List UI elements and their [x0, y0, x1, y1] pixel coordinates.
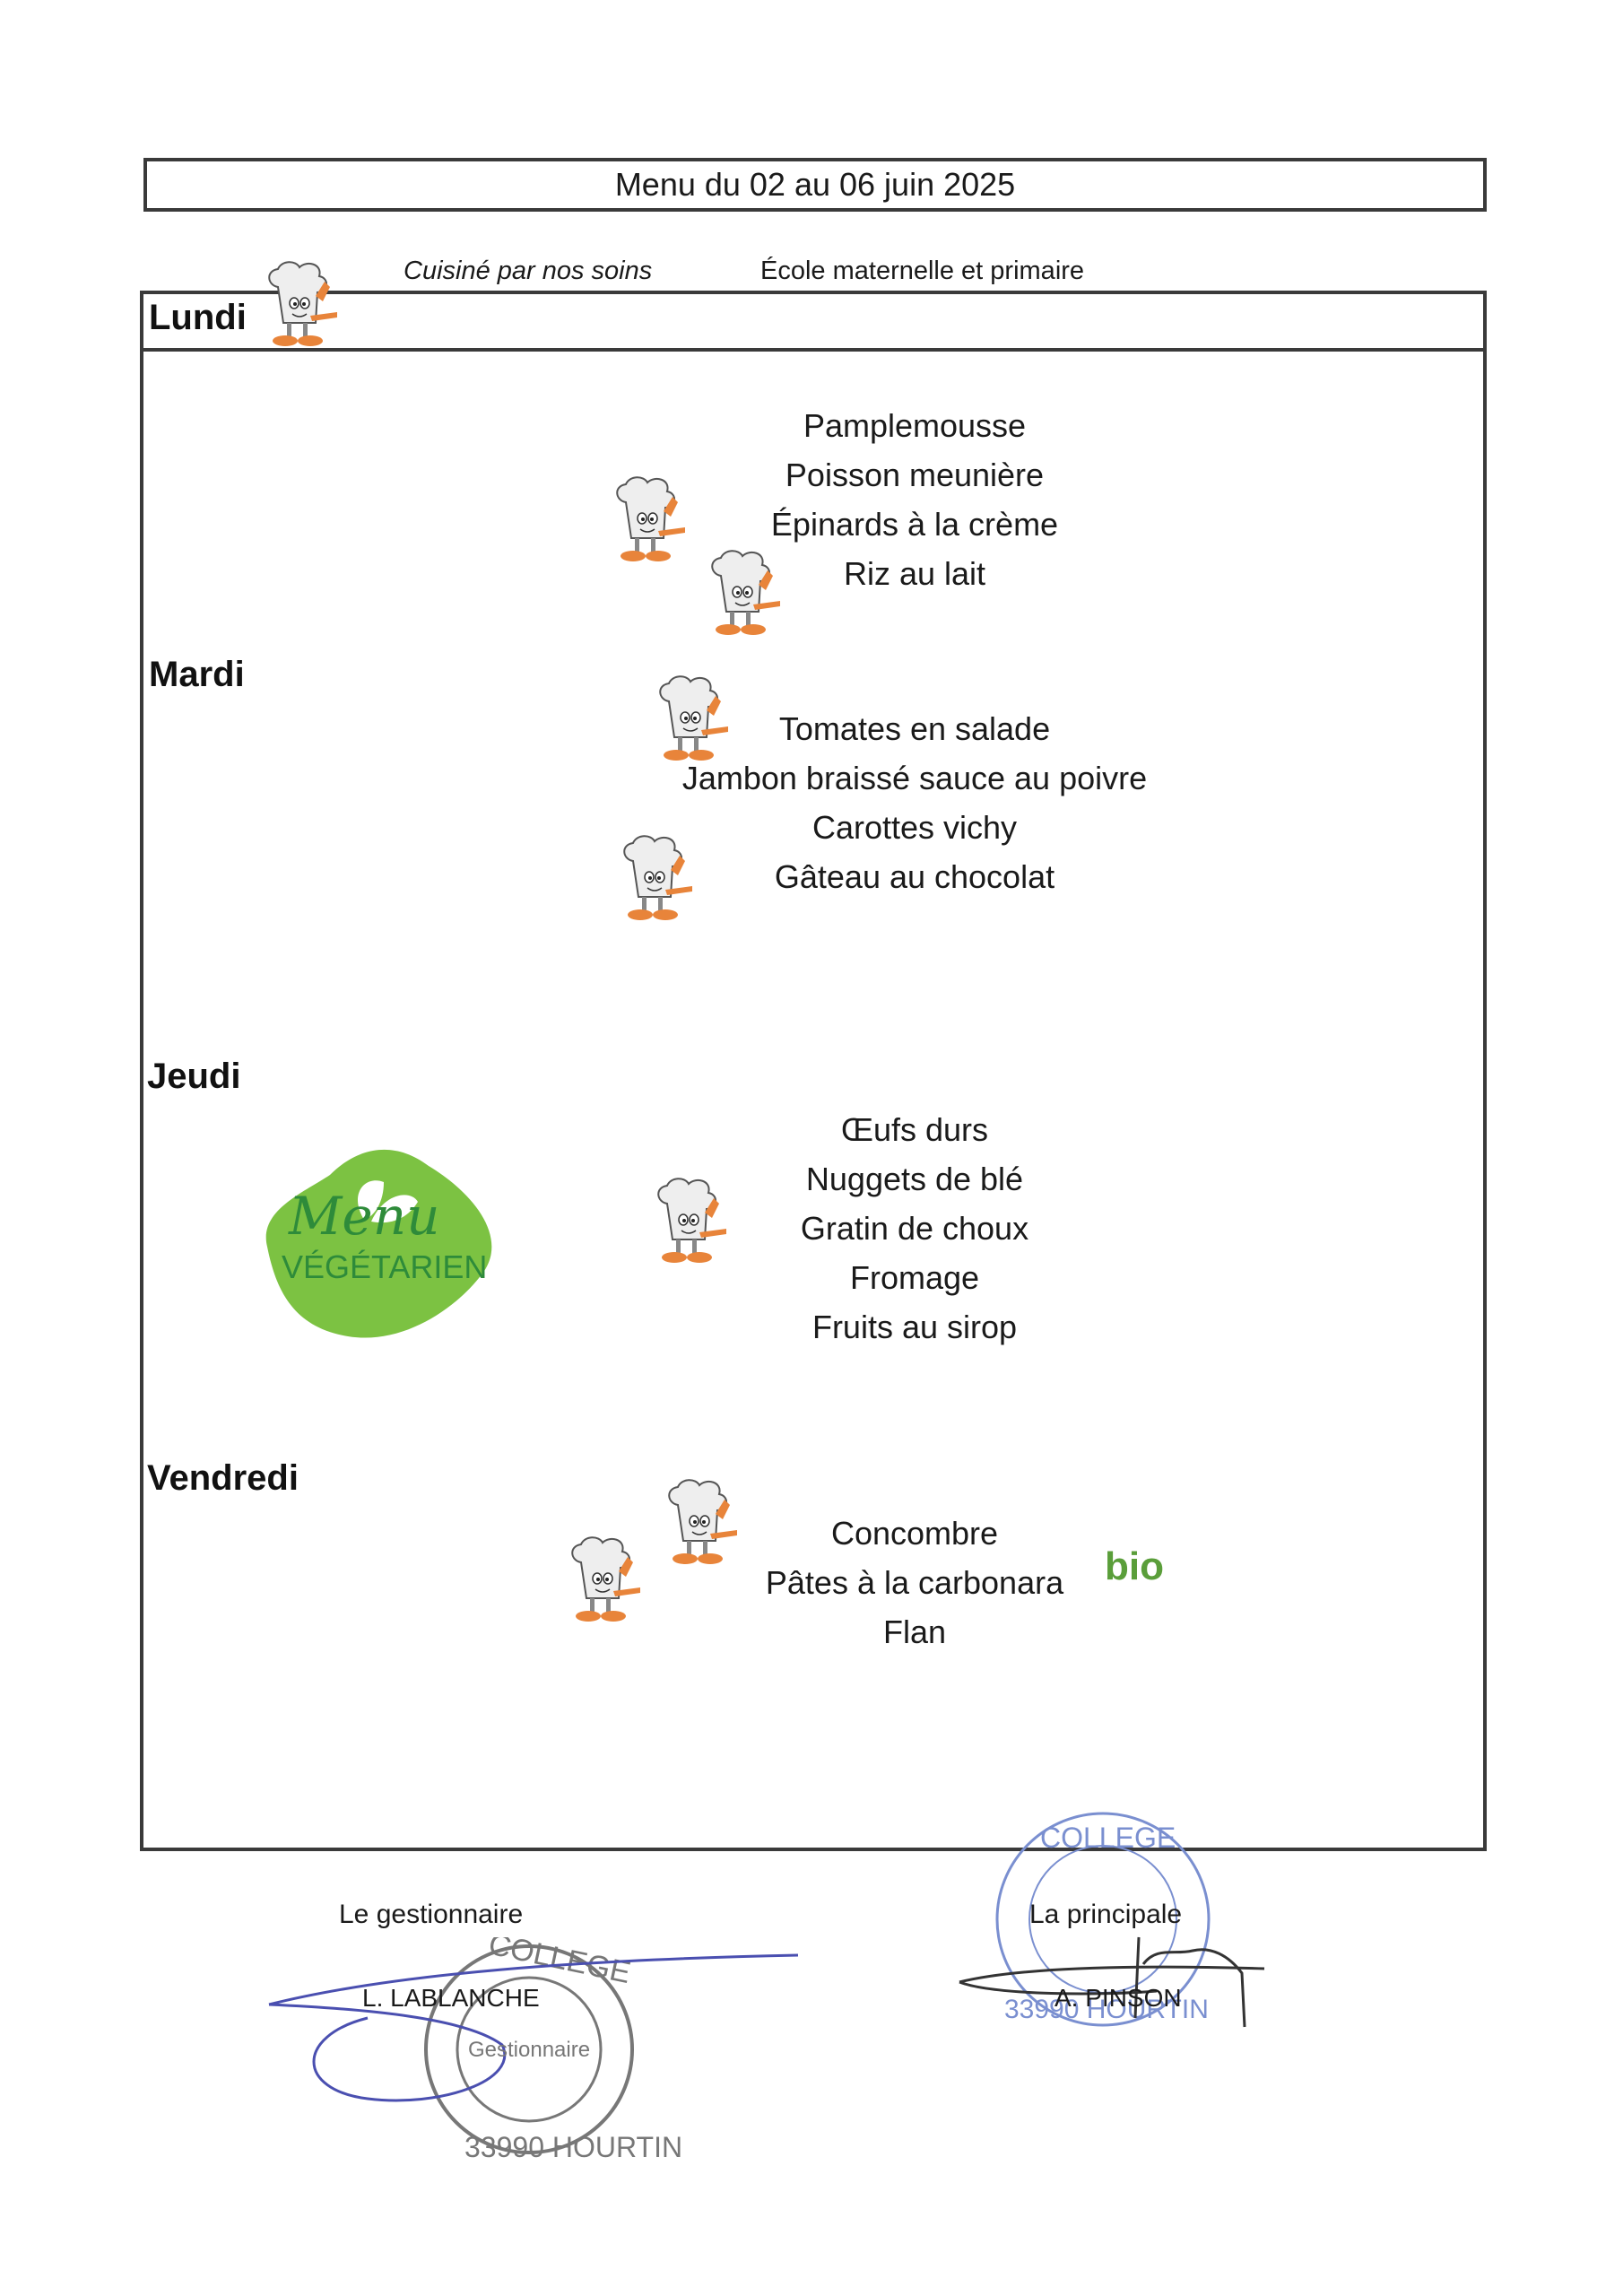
signature-role-left: Le gestionnaire: [339, 1900, 524, 1929]
chef-mascot-icon: [703, 549, 784, 639]
signature-name-right: A. PINSON: [1055, 1984, 1182, 2012]
badge-line1: Menu: [289, 1186, 440, 1247]
school-name: École maternelle et primaire: [760, 257, 1085, 285]
day-label-jeudi: Jeudi: [147, 1057, 241, 1096]
dish: Concombre: [830, 1515, 999, 1552]
dish: Fromage: [849, 1259, 980, 1296]
svg-text:33990 HOURTIN: 33990 HOURTIN: [464, 2131, 682, 2163]
header-divider: [140, 348, 1487, 352]
title-box: Menu du 02 au 06 juin 2025: [143, 158, 1487, 212]
dish: Œufs durs: [840, 1111, 989, 1148]
page-title: Menu du 02 au 06 juin 2025: [614, 166, 1016, 203]
dish: Gâteau au chocolat: [774, 858, 1055, 895]
dish: Nuggets de blé: [805, 1161, 1024, 1197]
menu-lundi: Pamplemousse Poisson meunière Épinards à…: [628, 401, 1202, 598]
chef-mascot-icon: [615, 834, 696, 924]
chef-mascot-icon: [608, 475, 689, 565]
dish: Tomates en salade: [778, 710, 1051, 747]
dish: Carottes vichy: [812, 809, 1018, 846]
menu-jeudi: Œufs durs Nuggets de blé Gratin de choux…: [628, 1105, 1202, 1352]
dish: Jambon braissé sauce au poivre: [681, 760, 1148, 796]
dish: Riz au lait: [843, 555, 986, 592]
svg-text:COLLEGE: COLLEGE: [486, 1937, 634, 1990]
menu-mardi: Tomates en salade Jambon braissé sauce a…: [628, 704, 1202, 901]
svg-text:33990 HOURTIN: 33990 HOURTIN: [1004, 1995, 1209, 2024]
day-label-mardi: Mardi: [149, 655, 245, 694]
stamp-left-center: Gestionnaire: [468, 2038, 591, 2062]
dish: Épinards à la crème: [770, 506, 1059, 543]
dish: Gratin de choux: [800, 1210, 1029, 1247]
dish: Poisson meunière: [785, 457, 1045, 493]
badge-line2: VÉGÉTARIEN: [282, 1248, 488, 1285]
menu-vendredi: Concombre Pâtes à la carbonara Flan: [628, 1509, 1202, 1657]
dish: Flan: [882, 1613, 947, 1650]
stamp-left-icon: COLLEGE 33990 HOURTIN: [268, 1937, 799, 2163]
vegetarian-leaf-icon: [265, 1149, 492, 1338]
vegetarian-badge: Menu VÉGÉTARIEN: [249, 1139, 500, 1345]
dish: Fruits au sirop: [812, 1309, 1018, 1345]
dish: Pamplemousse: [803, 407, 1027, 444]
day-label-lundi: Lundi: [149, 298, 247, 337]
tagline: Cuisiné par nos soins: [404, 257, 653, 285]
bio-label-icon: bio: [1105, 1544, 1164, 1588]
day-label-vendredi: Vendredi: [147, 1458, 299, 1498]
signature-name-left: L. LABLANCHE: [362, 1984, 540, 2012]
chef-mascot-icon: [260, 260, 341, 350]
dish: Pâtes à la carbonara: [765, 1564, 1064, 1601]
stamp-right-icon: COLLEGE 33990 HOURTIN: [959, 1812, 1265, 2028]
menu-table: [140, 291, 1487, 1851]
signature-role-right: La principale: [1029, 1900, 1183, 1929]
svg-text:COLLEGE: COLLEGE: [1040, 1822, 1176, 1854]
